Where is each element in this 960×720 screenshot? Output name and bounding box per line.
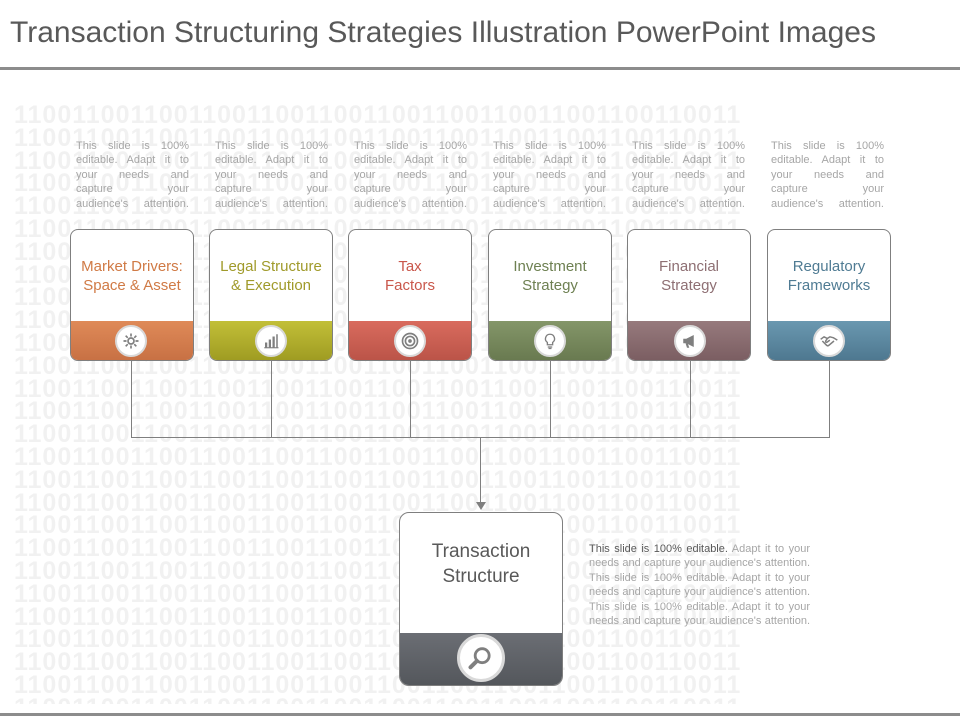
connector-drop-3 (410, 361, 411, 438)
main-card-label: Transaction Structure (431, 541, 531, 587)
main-description: This slide is 100% editable. Adapt it to… (589, 542, 810, 628)
card-label: Regulatory Frameworks (787, 258, 871, 294)
card-label: Legal Structure & Execution (220, 258, 322, 294)
connector-trunk (480, 437, 481, 503)
handshake-icon (813, 325, 845, 357)
slide-title: Transaction Structuring Strategies Illus… (10, 16, 876, 49)
target-icon (394, 325, 426, 357)
main-description-rest: Adapt it to your needs and capture your … (589, 543, 811, 628)
title-divider (0, 67, 960, 70)
connector-drop-4 (550, 361, 551, 438)
connector-drop-5 (690, 361, 691, 438)
bar-chart-icon (255, 325, 287, 357)
bottom-divider (0, 713, 960, 716)
megaphone-icon (674, 325, 706, 357)
connector-drop-1 (131, 361, 132, 438)
card-description-5: This slide is 100% editable. Adapt it to… (632, 140, 745, 210)
gear-icon (115, 325, 147, 357)
card-description-2: This slide is 100% editable. Adapt it to… (215, 140, 328, 210)
connector-drop-6 (829, 361, 830, 438)
connector-drop-2 (271, 361, 272, 438)
card-description-4: This slide is 100% editable. Adapt it to… (493, 140, 606, 210)
card-description-3: This slide is 100% editable. Adapt it to… (354, 140, 467, 210)
lightbulb-icon (534, 325, 566, 357)
card-label: Market Drivers: Space & Asset (81, 258, 183, 294)
card-description-6: This slide is 100% editable. Adapt it to… (771, 140, 884, 210)
card-label: Financial Strategy (658, 258, 720, 294)
card-description-1: This slide is 100% editable. Adapt it to… (76, 140, 189, 210)
card-label: Investment Strategy (513, 258, 587, 294)
main-description-lead: This slide is 100% editable. (589, 543, 728, 555)
magnifier-icon (457, 634, 505, 682)
card-label: Tax Factors (384, 258, 435, 294)
arrow-head (476, 502, 486, 510)
